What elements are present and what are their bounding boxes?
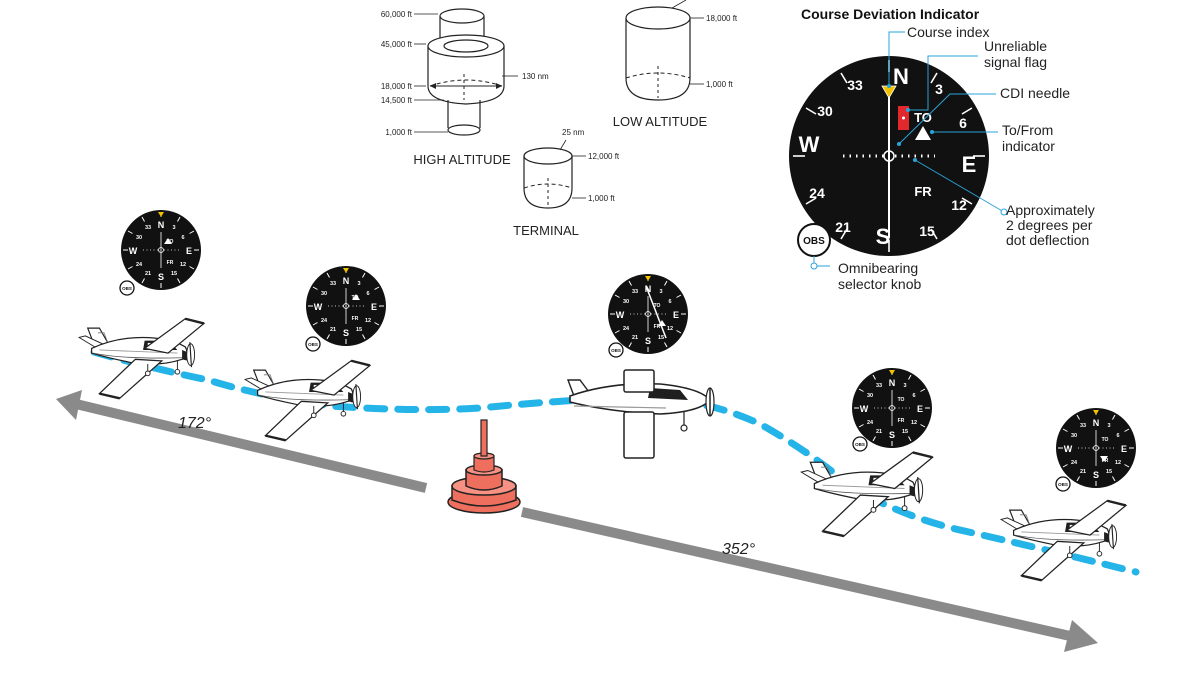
- cdi-indicator-3: [607, 273, 689, 358]
- callout-cdi-needle: CDI needle: [1000, 85, 1070, 101]
- high-altitude-title: HIGH ALTITUDE: [413, 152, 511, 167]
- callout-unreliable-2: signal flag: [984, 54, 1047, 70]
- cdi-callout-lines: [813, 31, 1005, 267]
- aircraft-4: [800, 451, 934, 538]
- terminal-title: TERMINAL: [513, 223, 579, 238]
- obs-label: OBS: [803, 236, 825, 247]
- callout-approx-2: 2 degrees per: [1006, 217, 1093, 233]
- ha-radius: 130 nm: [522, 72, 549, 81]
- heading-352: 352°: [722, 541, 756, 558]
- high-altitude-airspace: 60,000 ft 45,000 ft 18,000 ft 14,500 ft …: [381, 8, 549, 167]
- cdi-to: TO: [914, 110, 932, 125]
- aircraft-1: [77, 317, 206, 400]
- cdi-card-21: 21: [835, 219, 851, 235]
- callout-tofrom-1: To/From: [1002, 122, 1053, 138]
- callout-obs-2: selector knob: [838, 276, 921, 292]
- ha-alt-18000: 18,000 ft: [381, 82, 413, 91]
- course-arrow-352: 352°: [520, 507, 1098, 652]
- cdi-card-s: S: [876, 224, 891, 249]
- cdi-card-3: 3: [935, 81, 943, 97]
- low-altitude-title: LOW ALTITUDE: [613, 114, 708, 129]
- ha-alt-45000: 45,000 ft: [381, 40, 413, 49]
- main-cdi: N E S W 33 30 3 6 12 15 21 24 TO FR: [789, 56, 989, 256]
- terminal-radius: 25 nm: [562, 128, 585, 137]
- vor-station: [447, 419, 521, 514]
- terminal-airspace: 25 nm 12,000 ft 1,000 ft TERMINAL: [513, 128, 620, 238]
- cdi-card-24: 24: [809, 185, 825, 201]
- to-from-indicator: [915, 126, 931, 140]
- cdi-indicator-1: [119, 209, 202, 296]
- obs-knob[interactable]: OBS: [797, 223, 831, 257]
- la-alt-1000: 1,000 ft: [706, 80, 733, 89]
- callout-approx-1: Approximately: [1006, 202, 1095, 218]
- low-altitude-airspace: 18,000 ft 1,000 ft LOW ALTITUDE: [613, 0, 738, 129]
- cdi-title: Course Deviation Indicator: [801, 6, 980, 22]
- ha-alt-14500: 14,500 ft: [381, 96, 413, 105]
- callout-approx-3: dot deflection: [1006, 232, 1089, 248]
- callout-unreliable-1: Unreliable: [984, 38, 1047, 54]
- cdi-card-e: E: [962, 152, 977, 177]
- cdi-card-33: 33: [847, 77, 863, 93]
- cdi-card-w: W: [799, 132, 820, 157]
- ha-alt-1000: 1,000 ft: [385, 128, 412, 137]
- cdi-card-n: N: [893, 64, 909, 89]
- la-alt-18000: 18,000 ft: [706, 14, 738, 23]
- callout-obs-1: Omnibearing: [838, 260, 918, 276]
- cdi-card-6: 6: [959, 115, 967, 131]
- heading-172: 172°: [178, 415, 212, 432]
- terminal-alt-12000: 12,000 ft: [588, 152, 620, 161]
- cdi-fr: FR: [914, 184, 932, 199]
- cdi-card-12: 12: [951, 197, 967, 213]
- cdi-card-15: 15: [919, 223, 935, 239]
- callout-tofrom-2: indicator: [1002, 138, 1055, 154]
- ha-alt-60000: 60,000 ft: [381, 10, 413, 19]
- terminal-alt-1000: 1,000 ft: [588, 194, 615, 203]
- cdi-indicator-4: [851, 367, 933, 452]
- callout-course-index: Course index: [907, 24, 990, 40]
- course-arrow-172: 172°: [56, 390, 428, 493]
- cdi-indicator-2: [305, 265, 387, 352]
- cdi-card-30: 30: [817, 103, 833, 119]
- cdi-indicator-5: [1055, 407, 1137, 492]
- aircraft-2: [243, 359, 372, 442]
- aircraft-overhead: [566, 369, 715, 459]
